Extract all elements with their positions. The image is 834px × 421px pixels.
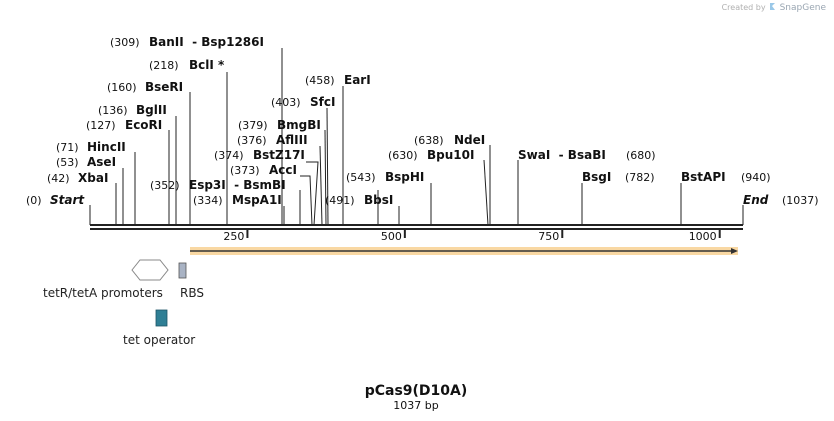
site-pos: (680) (626, 149, 656, 162)
rbs-box-icon (178, 262, 187, 279)
site-name-bbsi[interactable]: BbsI (364, 193, 393, 207)
orf-arrowhead-icon (731, 248, 738, 254)
site-name-acci[interactable]: AccI (269, 163, 297, 177)
site-name-bsphi[interactable]: BspHI (385, 170, 424, 184)
site-name-bsgi[interactable]: BsgI (582, 170, 611, 184)
site-pos: (71) (56, 141, 79, 154)
site-name-swai-bsabi[interactable]: SwaI - BsaBI (518, 148, 606, 162)
cut-site-labels[interactable]: (0) Start (42) XbaI (53) AseI (71) HincI… (26, 35, 819, 207)
site-pos: (352) (150, 179, 180, 192)
site-name-bstz17i[interactable]: BstZ17I (253, 148, 305, 162)
site-pos: (136) (98, 104, 128, 117)
site-name-esp3i-bsmbi[interactable]: Esp3I - BsmBI (189, 178, 286, 192)
feature-label: tet operator (123, 333, 195, 347)
snapgene-credit: Created by SnapGene (722, 2, 826, 13)
site-pos: (309) (110, 36, 140, 49)
site-line-bmgbi (324, 129, 327, 226)
site-name-eari[interactable]: EarI (344, 73, 371, 87)
site-name-afliii[interactable]: AflIII (276, 133, 308, 147)
ruler-tick-label: 750 (538, 230, 559, 243)
site-pos: (127) (86, 119, 116, 132)
site-pos: (42) (47, 172, 70, 185)
site-pos: (53) (56, 156, 79, 169)
site-name-bcli[interactable]: BclI * (189, 58, 225, 72)
site-name-hincii[interactable]: HincII (87, 140, 126, 154)
credit-brand: SnapGene (779, 2, 826, 13)
feature-tet-operator[interactable]: tet operator (123, 309, 195, 347)
orf-arrow[interactable] (190, 247, 738, 255)
site-name-bglii[interactable]: BglII (136, 103, 167, 117)
snapgene-logo-icon (769, 2, 777, 13)
site-pos: (374) (214, 149, 244, 162)
site-pos: (0) (26, 194, 42, 207)
ruler-tick-label: 1000 (689, 230, 717, 243)
credit-prefix: Created by (721, 3, 766, 12)
site-pos: (458) (305, 74, 335, 87)
plasmid-size: 1037 bp (393, 399, 438, 412)
site-pos: (1037) (782, 194, 819, 207)
site-name-ndei[interactable]: NdeI (454, 133, 485, 147)
site-pos: (630) (388, 149, 418, 162)
site-pos: (940) (741, 171, 771, 184)
site-pos: (403) (271, 96, 301, 109)
site-name-ecori[interactable]: EcoRI (125, 118, 162, 132)
site-pos: (334) (193, 194, 223, 207)
site-name-xbai[interactable]: XbaI (78, 171, 108, 185)
site-pos: (543) (346, 171, 376, 184)
site-pos: (638) (414, 134, 444, 147)
feature-rbs[interactable]: RBS (178, 262, 204, 300)
site-pos: (218) (149, 59, 179, 72)
site-pos: (379) (238, 119, 268, 132)
site-line-sfci (326, 107, 329, 226)
ruler-tick-label: 500 (381, 230, 402, 243)
site-line-bpu10i (483, 159, 489, 226)
site-name-bmgbi[interactable]: BmgBI (277, 118, 321, 132)
ruler: 250 500 750 1000 (223, 229, 721, 243)
site-name-asei[interactable]: AseI (87, 155, 116, 169)
site-name-sfci[interactable]: SfcI (310, 95, 335, 109)
site-pos: (491) (325, 194, 355, 207)
plasmid-title: pCas9(D10A) (365, 383, 468, 399)
ruler-tick-label: 250 (223, 230, 244, 243)
site-name-mspa1i[interactable]: MspA1I (232, 193, 282, 207)
site-name-bstapi[interactable]: BstAPI (681, 170, 726, 184)
site-name-bpu10i[interactable]: Bpu10I (427, 148, 474, 162)
site-pos: (782) (625, 171, 655, 184)
site-line-bstz17i (306, 161, 319, 226)
site-line-afliii (319, 145, 323, 226)
site-line-acci (300, 175, 313, 226)
site-name-banii-bsp1286i[interactable]: BanII - Bsp1286I (149, 35, 264, 49)
site-name-start[interactable]: Start (50, 193, 85, 207)
site-name-bseri[interactable]: BseRI (145, 80, 183, 94)
site-pos: (373) (230, 164, 260, 177)
feature-label: tetR/tetA promoters (43, 286, 163, 300)
site-pos: (160) (107, 81, 137, 94)
operator-box-icon (155, 309, 168, 327)
site-name-end[interactable]: End (743, 193, 769, 207)
cut-site-lines (89, 48, 744, 226)
feature-label: RBS (180, 286, 204, 300)
bidirectional-promoter-icon (131, 259, 169, 281)
site-pos: (376) (237, 134, 267, 147)
feature-tetr-teta-promoters[interactable]: tetR/tetA promoters (43, 259, 169, 300)
